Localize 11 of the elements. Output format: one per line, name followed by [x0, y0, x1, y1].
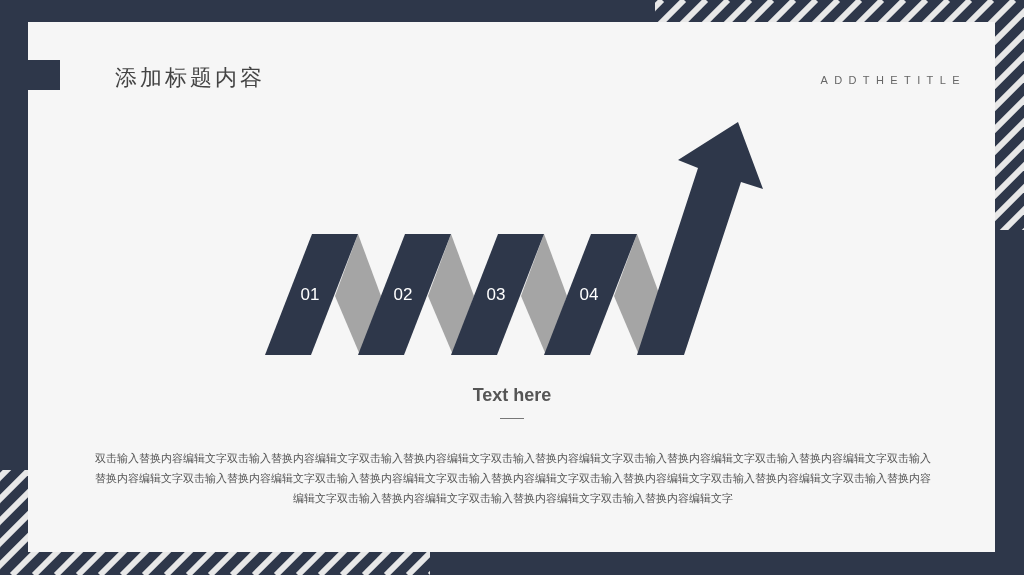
step-number: 03 [485, 285, 507, 305]
parallelogram-band [265, 234, 358, 355]
parallelogram-band [358, 234, 451, 355]
subtitle: ADDTHETITLE [820, 74, 966, 86]
step-number: 04 [578, 285, 600, 305]
heading: Text here [471, 385, 553, 406]
body-text: 双击输入替换内容编辑文字双击输入替换内容编辑文字双击输入替换内容编辑文字双击输入替换内容编辑文字双击输入替换内容编辑文字双击输入替换内容编辑文字双击输入替换内容编辑文字双击输入替换内容编辑文字双击输入替换内容编辑文字双击输入替换内容编辑文字双击输入替换内容编辑文字双击输入替换内容编辑文字双击输入替换内容编辑文字双击输入替换内容编辑文字双击输入替换内容编辑文字双击输入替换内容编辑文字 [93, 451, 932, 506]
parallelogram-band [451, 234, 544, 355]
step-number: 01 [299, 285, 321, 305]
slide-title: 添加标题内容 [115, 64, 265, 92]
step-number: 02 [392, 285, 414, 305]
